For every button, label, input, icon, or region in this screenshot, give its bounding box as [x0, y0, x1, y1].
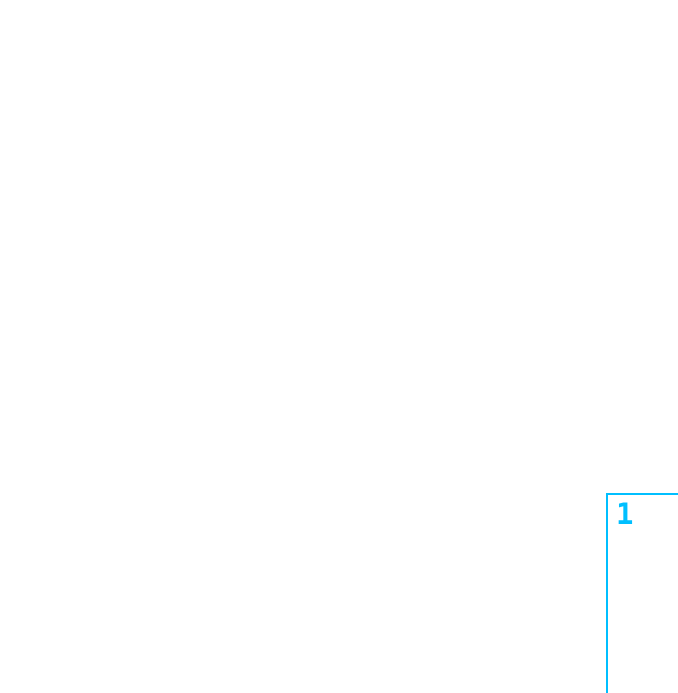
annotation-label: 1: [616, 497, 634, 531]
annotation-box: 1: [606, 493, 678, 693]
